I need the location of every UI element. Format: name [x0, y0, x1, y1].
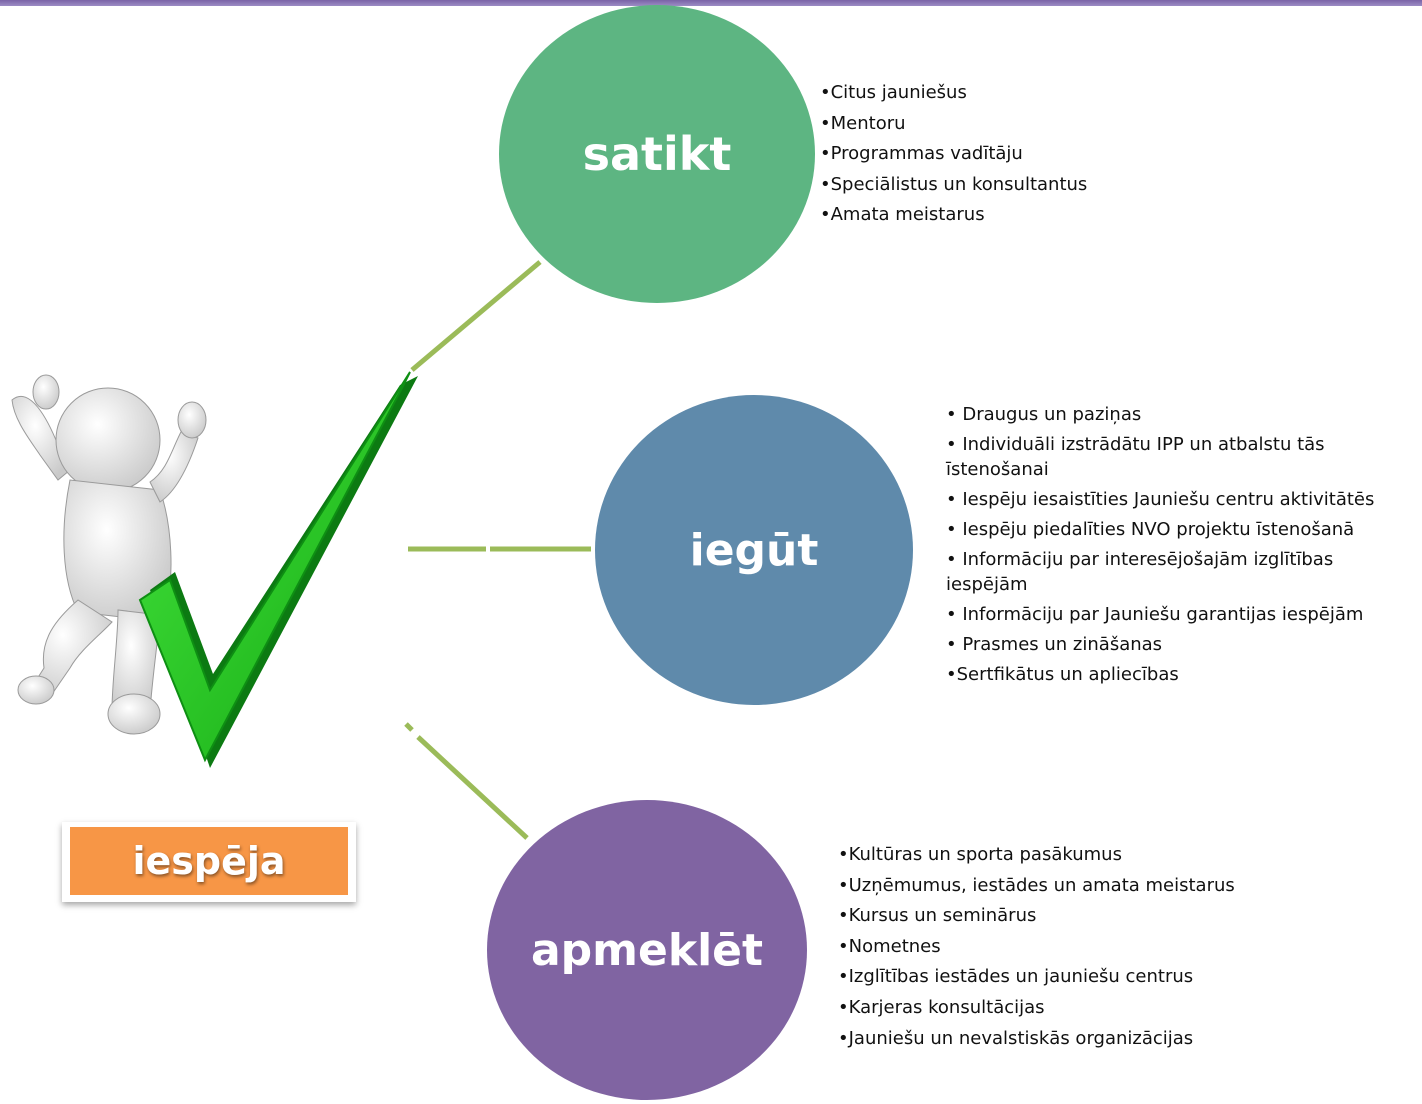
list-item: •Programmas vadītāju — [820, 143, 1023, 165]
list-item: •Sertfikātus un apliecības — [946, 664, 1179, 685]
branch-circle-satikt: satikt — [499, 5, 815, 303]
connector-apmeklet-a — [404, 722, 414, 732]
list-item: • Informāciju par interesējošajām izglīt… — [946, 549, 1334, 595]
list-item: • Informāciju par Jauniešu garantijas ie… — [946, 604, 1364, 625]
list-item: •Speciālistus un konsultantus — [820, 173, 1088, 195]
branch-title-iegut: iegūt — [689, 524, 819, 576]
branch-circle-apmeklet: apmeklēt — [487, 800, 807, 1100]
checkmark-icon — [138, 371, 418, 768]
list-item: •Karjeras konsultācijas — [838, 996, 1045, 1018]
center-label: iespēja — [70, 827, 348, 895]
connector-apmeklet-b — [416, 735, 529, 840]
iegut-item-list: • Draugus un paziņas • Individuāli izstr… — [946, 402, 1416, 692]
list-item: • Individuāli izstrādātu IPP un atbalstu… — [946, 434, 1325, 480]
list-item: • Iespēju iesaistīties Jauniešu centru a… — [946, 489, 1375, 510]
list-item: •Jauniešu un nevalstiskās organizācijas — [838, 1027, 1194, 1049]
apmeklet-item-list: •Kultūras un sporta pasākumus •Uzņēmumus… — [838, 840, 1235, 1054]
list-item: • Iespēju piedalīties NVO projektu īsten… — [946, 519, 1355, 540]
satikt-item-list: •Citus jauniešus •Mentoru •Programmas va… — [820, 78, 1087, 231]
branch-title-satikt: satikt — [582, 127, 732, 181]
list-item: •Izglītības iestādes un jauniešu centrus — [838, 966, 1194, 988]
list-item: • Draugus un paziņas — [946, 404, 1142, 425]
branch-circle-iegut: iegūt — [595, 395, 913, 705]
top-accent-bar — [0, 0, 1422, 6]
center-label-box: iespēja — [62, 822, 356, 902]
branch-title-apmeklet: apmeklēt — [530, 924, 764, 976]
list-item: •Uzņēmumus, iestādes un amata meistarus — [838, 874, 1235, 896]
list-item: •Mentoru — [820, 112, 906, 134]
list-item: •Kultūras un sporta pasākumus — [838, 844, 1122, 865]
connector-satikt — [410, 260, 542, 372]
list-item: •Kursus un seminārus — [838, 905, 1037, 927]
list-item: •Amata meistarus — [820, 204, 985, 226]
person-figure — [11, 374, 207, 735]
jumping-person-checkmark-illustration — [11, 371, 418, 768]
list-item: • Prasmes un zināšanas — [946, 634, 1163, 655]
list-item: •Nometnes — [838, 935, 941, 957]
list-item: •Citus jauniešus — [820, 82, 967, 103]
